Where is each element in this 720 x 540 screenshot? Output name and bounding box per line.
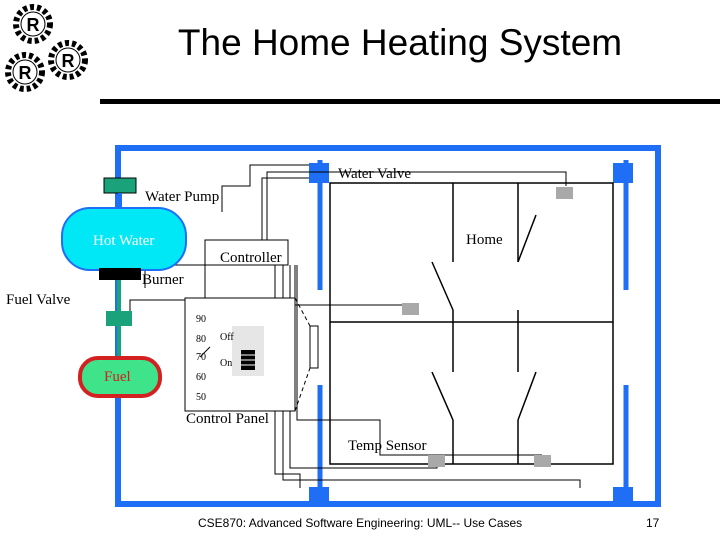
gear-letter: R [27, 15, 40, 35]
gear-letter: R [19, 63, 32, 83]
gear-letter: R [62, 51, 75, 71]
water-pump [103, 177, 137, 194]
label-controller: Controller [220, 250, 282, 266]
label-home: Home [466, 232, 503, 248]
control-wire [129, 258, 206, 312]
panel-scale-mark: 70 [196, 352, 206, 363]
control-wire [266, 171, 567, 246]
label-hot-water: Hot Water [93, 233, 155, 249]
temp-sensor [402, 303, 419, 315]
door [517, 214, 537, 263]
gear-logo: R R R [5, 4, 88, 92]
door [431, 261, 454, 311]
footer-course: CSE870: Advanced Software Engineering: U… [198, 516, 523, 530]
door [431, 371, 454, 421]
label-temp-sensor: Temp Sensor [348, 438, 427, 454]
callout-line [294, 297, 311, 327]
fuel-tank [78, 356, 162, 398]
water-valve-block [613, 487, 633, 507]
controller-box [204, 239, 289, 266]
temp-sensor [534, 455, 551, 467]
panel-scale-mark: 80 [196, 334, 206, 345]
gear-icon: R [13, 4, 53, 44]
control-wire [294, 265, 410, 306]
burner [99, 268, 141, 280]
panel-off-label: Off [220, 332, 234, 343]
gear-icon: R [5, 52, 45, 92]
panel-scale-mark: 60 [196, 372, 206, 383]
water-valve-block [309, 163, 329, 183]
door [517, 371, 537, 421]
label-fuel: Fuel [104, 369, 131, 385]
callout-line [294, 367, 311, 412]
control-wire [296, 265, 542, 456]
label-water-pump: Water Pump [145, 189, 220, 205]
gear-icon: R [48, 40, 88, 80]
home-outline [329, 182, 614, 465]
panel-scale-mark: 90 [196, 314, 206, 325]
label-fuel-valve: Fuel Valve [6, 292, 71, 308]
panel-on-label: On [220, 358, 233, 369]
control-wire [221, 164, 309, 212]
label-control-panel: Control Panel [186, 411, 269, 427]
label-burner: Burner [142, 272, 184, 288]
control-wire [261, 177, 309, 246]
title-rule [100, 99, 720, 104]
fuel-valve [106, 311, 132, 326]
page-number: 17 [646, 516, 660, 530]
temp-sensor [428, 455, 445, 467]
panel-scale-mark: 50 [196, 392, 206, 403]
water-valve-block [309, 487, 329, 507]
temp-sensor [556, 187, 573, 199]
label-water-valve: Water Valve [338, 166, 412, 182]
slide-title: The Home Heating System [177, 22, 623, 63]
thermostat [309, 325, 319, 369]
dial-pointer [199, 346, 211, 358]
water-valve-block [613, 163, 633, 183]
